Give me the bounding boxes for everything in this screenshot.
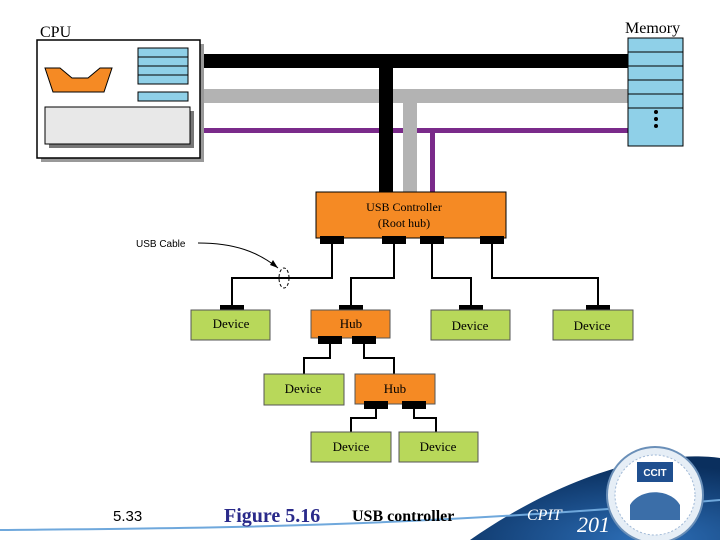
usb-controller-box xyxy=(315,191,507,239)
device-1-label: Device xyxy=(213,316,250,331)
device-3-label: Device xyxy=(574,318,611,333)
memory-ellipsis-icon xyxy=(654,110,658,128)
bus-purple-drop xyxy=(430,128,435,192)
bus-black xyxy=(200,54,632,68)
course-number: 201 xyxy=(577,512,610,537)
usb-cable-arrowhead xyxy=(270,260,278,268)
slide-number: 5.33 xyxy=(113,508,143,525)
device-4 xyxy=(263,373,345,406)
course-code: CPIT xyxy=(527,507,562,524)
footer-swoosh xyxy=(0,499,720,531)
memory-label: Memory xyxy=(625,20,680,37)
usb-controller-title: USB Controller xyxy=(366,200,442,214)
memory-cells xyxy=(627,37,684,147)
svg-text:CCIT: CCIT xyxy=(643,468,666,479)
hub-2 xyxy=(354,373,436,405)
hub-2-cables xyxy=(350,409,437,433)
device-2-port xyxy=(459,305,483,312)
hub-2-label: Hub xyxy=(384,381,406,396)
hub-1-ports-bottom xyxy=(318,336,376,344)
device-3-port xyxy=(586,305,610,312)
usb-controller-ports xyxy=(320,236,504,244)
hub-1 xyxy=(310,309,391,339)
bus-gray-drop xyxy=(403,89,417,192)
device-3 xyxy=(552,309,634,341)
cpu-alu-shape xyxy=(44,67,113,93)
usb-cable-label: USB Cable xyxy=(136,239,186,250)
device-2-label: Device xyxy=(452,318,489,333)
root-cables xyxy=(231,244,599,306)
hub-2-ports-bottom xyxy=(364,401,426,409)
device-5 xyxy=(310,431,392,463)
device-2 xyxy=(430,309,511,341)
device-1 xyxy=(190,309,271,341)
hub-1-label: Hub xyxy=(340,316,362,331)
device-4-label: Device xyxy=(285,381,322,396)
usb-cable-pointer xyxy=(197,242,279,269)
device-6 xyxy=(398,431,479,463)
device-1-port xyxy=(220,305,244,312)
figure-caption: USB controller xyxy=(352,508,455,525)
figure-label: Figure 5.16 xyxy=(224,505,321,527)
hub-1-port-top xyxy=(339,305,363,312)
usb-controller-subtitle: (Root hub) xyxy=(378,216,430,230)
device-5-label: Device xyxy=(333,439,370,454)
cpu-label: CPU xyxy=(40,24,72,41)
bus-black-drop xyxy=(379,54,393,192)
device-6-label: Device xyxy=(420,439,457,454)
cpu-registers xyxy=(137,47,189,102)
hub-1-cables xyxy=(303,344,395,374)
cpu-control-unit xyxy=(44,106,191,145)
usb-cable-marker xyxy=(278,267,290,289)
ccit-logo-seal: CCIT xyxy=(606,446,704,540)
